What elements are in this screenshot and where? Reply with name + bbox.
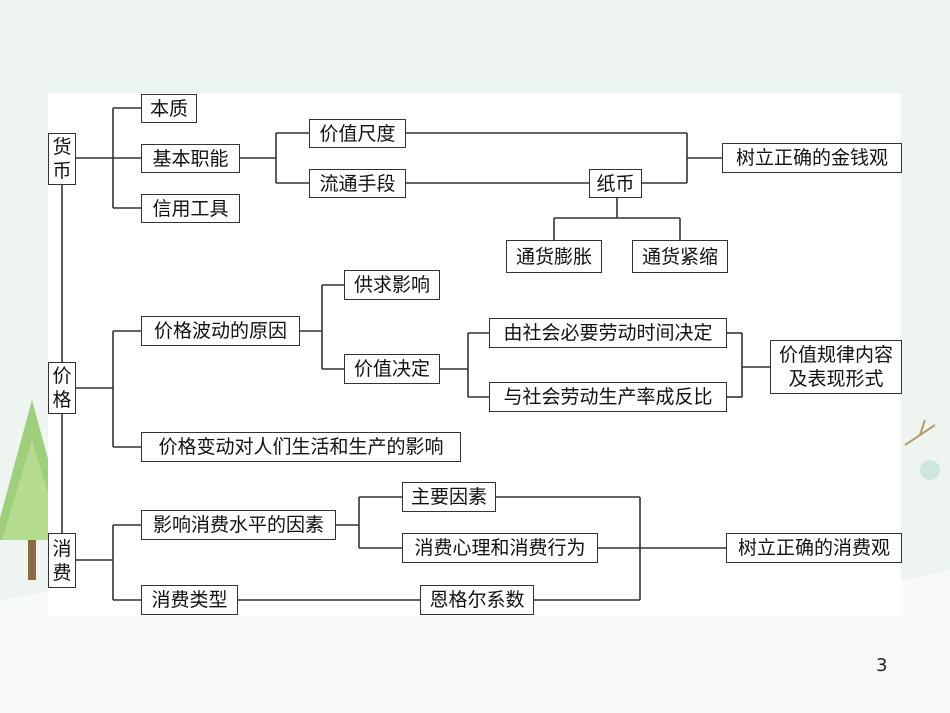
node-price-char-1: 价	[52, 365, 72, 387]
node-xinyong-gongju: 信用工具	[141, 194, 240, 223]
node-gongqiu-yingxiang: 供求影响	[344, 270, 440, 300]
node-shuli-xiaofei: 树立正确的消费观	[726, 533, 902, 563]
node-shehui-shengchanlv: 与社会劳动生产率成反比	[489, 382, 727, 412]
node-yingxiang-xiaofei: 影响消费水平的因素	[141, 510, 336, 540]
node-xiaofei-leixing: 消费类型	[141, 585, 238, 615]
node-consume-char-1: 消	[52, 537, 72, 560]
page-number: 3	[876, 655, 888, 676]
node-shuli-jinqian: 树立正确的金钱观	[722, 143, 902, 173]
node-price-char-2: 格	[52, 389, 72, 411]
node-jiazhi-chidu: 价值尺度	[309, 119, 406, 148]
node-money-char-2: 币	[52, 160, 72, 182]
node-tonghuo-jinsuo: 通货紧缩	[632, 240, 728, 273]
node-jiben-zhineng: 基本职能	[141, 144, 240, 173]
node-money-char-1: 货	[52, 136, 72, 158]
node-liutong-shouduan: 流通手段	[309, 169, 406, 198]
node-xiaofei-xinli: 消费心理和消费行为	[402, 533, 598, 563]
node-benzhi: 本质	[141, 94, 197, 123]
node-jiazhi-jueding: 价值决定	[344, 354, 440, 384]
node-price: 价 格	[48, 362, 76, 414]
node-consume-char-2: 费	[52, 561, 72, 584]
node-shehui-biyao: 由社会必要劳动时间决定	[489, 318, 727, 348]
node-jiage-biandong: 价格变动对人们生活和生产的影响	[141, 432, 461, 462]
node-consume: 消 费	[48, 533, 76, 588]
node-money: 货 币	[48, 133, 76, 185]
twig-decoration	[904, 419, 936, 446]
node-jiazhi-guilv-line-1: 价值规律内容	[778, 344, 893, 366]
node-jiage-bodong-yuanyin: 价格波动的原因	[141, 316, 300, 346]
node-zhibi: 纸币	[589, 169, 642, 198]
node-engeer: 恩格尔系数	[420, 585, 534, 615]
node-tonghuo-pengzhang: 通货膨胀	[506, 240, 602, 273]
node-zhuyao-yinsu: 主要因素	[402, 482, 496, 512]
node-jiazhi-guilv-line-2: 及表现形式	[788, 368, 884, 390]
node-jiazhi-guilv: 价值规律内容 及表现形式	[770, 340, 902, 394]
